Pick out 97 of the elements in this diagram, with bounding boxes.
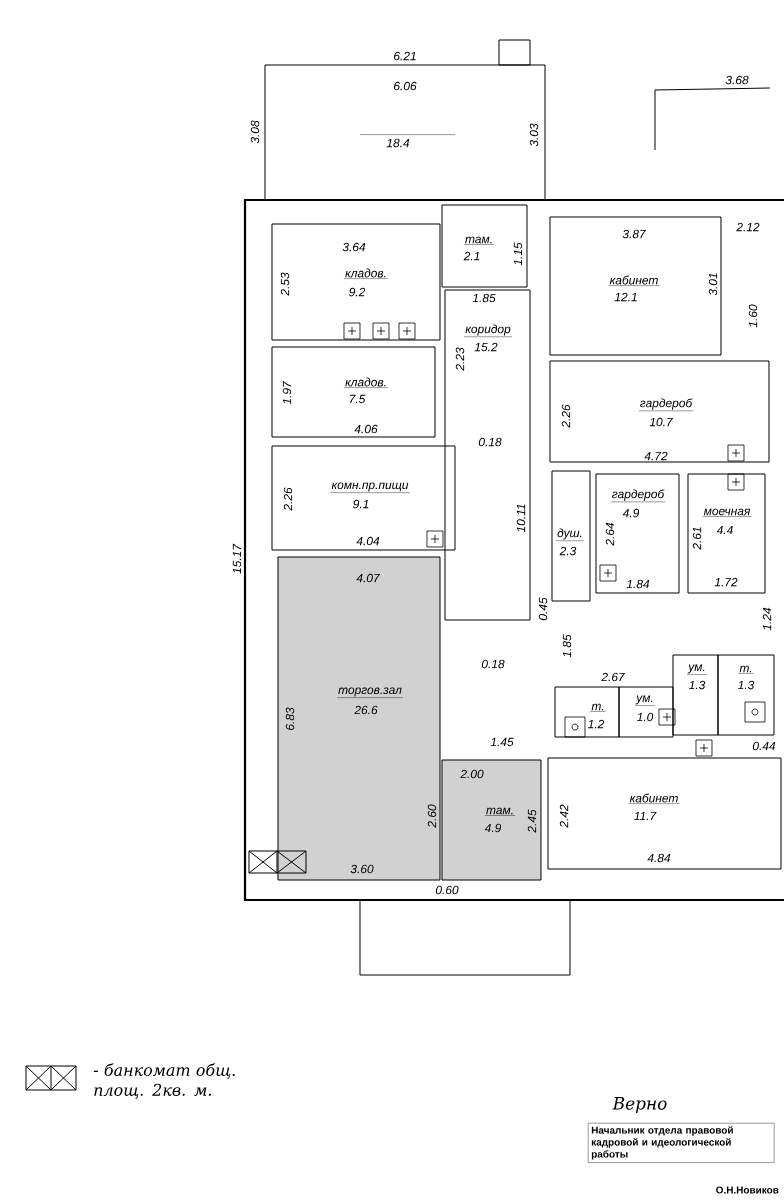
room	[444, 289, 531, 621]
dimension-label: 3.87	[622, 229, 646, 239]
room	[271, 346, 436, 438]
area-label: 10.7	[649, 417, 673, 427]
dimension-label: 10.11	[516, 504, 526, 533]
signature-block: Начальник отдела правовой кадровой и идеологической работы	[588, 1123, 775, 1163]
dimension-label: 3.60	[350, 864, 374, 874]
area-label: 1.0	[637, 712, 654, 722]
dimension-label: 1.15	[513, 242, 523, 266]
room	[264, 64, 546, 201]
dimension-label: 2.61	[692, 527, 702, 550]
dimension-label: 4.06	[354, 424, 378, 434]
room-name: кладов.	[343, 268, 389, 279]
room-name: ум.	[686, 664, 708, 675]
room	[441, 204, 528, 288]
dimension-label: 1.85	[472, 293, 496, 303]
dimension-label: 6.83	[285, 707, 295, 730]
dimension-label: 0.18	[478, 437, 502, 447]
dimension-label: 0.18	[481, 659, 505, 669]
room-name: кабинет	[628, 793, 680, 804]
room	[595, 473, 680, 594]
area-label: 4.4	[716, 525, 733, 535]
legend-text: - банкомат общ. площ. 2кв. м.	[93, 1063, 235, 1099]
dimension-label: 0.60	[435, 885, 459, 895]
room-name: кладов.	[343, 377, 389, 388]
dimension-label: 1.85	[562, 634, 572, 658]
dimension-label: 2.60	[427, 804, 437, 828]
dimension-label: 3.01	[708, 273, 718, 296]
area-label: 2.1	[463, 251, 480, 261]
dimension-label: 2.64	[605, 522, 615, 546]
dimension-label: 3.68	[725, 75, 749, 85]
dimension-label: 2.26	[561, 404, 571, 428]
area-label: 1.2	[588, 719, 605, 729]
area-label: 9.1	[353, 499, 369, 509]
room	[549, 216, 722, 356]
dimension-label: 1.84	[626, 579, 650, 589]
dimension-label: 0.44	[752, 741, 776, 751]
room	[618, 686, 674, 738]
area-label: 1.3	[738, 680, 755, 690]
dimension-label: 2.00	[460, 769, 484, 779]
dimension-label: 4.72	[644, 451, 668, 461]
dimension-label: 3.64	[342, 242, 366, 252]
room	[551, 470, 591, 602]
room-name: там.	[484, 807, 516, 816]
dimension-label: 1.24	[762, 607, 772, 631]
area-label: 26.6	[354, 705, 378, 715]
dimension-label: 3.03	[529, 123, 539, 147]
room	[554, 686, 620, 738]
room-name: гардероб	[610, 489, 666, 503]
dimension-label: 1.97	[282, 381, 292, 405]
dimension-label: 1.60	[748, 304, 758, 328]
room-name: комн.пр.пищи	[330, 482, 410, 493]
dimension-label: 4.07	[356, 573, 380, 583]
room-name: кабинет	[608, 275, 660, 286]
room	[549, 360, 770, 463]
dimension-label: 2.23	[455, 347, 465, 371]
room-name: моечная	[702, 508, 752, 517]
room	[717, 654, 775, 736]
signatory-name: О.Н.Новиков	[716, 1186, 779, 1194]
room	[547, 757, 782, 870]
room	[271, 445, 456, 551]
room-name: гардероб	[638, 398, 694, 412]
dimension-label: 4.04	[356, 536, 380, 546]
room-name: т.	[738, 665, 754, 674]
room-name: т.	[590, 703, 606, 712]
dimension-label: 2.67	[601, 672, 625, 682]
room-name: коридор	[463, 324, 513, 337]
room-name: там.	[463, 236, 495, 245]
dimension-label: 0.45	[538, 597, 548, 621]
handwritten-note: Верно	[612, 1097, 667, 1113]
area-label: 12.1	[614, 292, 637, 302]
dimension-label: 1.72	[714, 577, 738, 587]
area-label: 7.5	[349, 394, 366, 404]
room-name: ум.	[634, 695, 656, 706]
area-label: 9.2	[349, 287, 366, 297]
area-label: 2.3	[559, 546, 577, 556]
dimension-label: 6.06	[394, 81, 417, 91]
room-name: торгов.зал	[336, 687, 404, 698]
dimension-label: 2.53	[280, 272, 290, 296]
room	[687, 473, 766, 594]
room-name: душ.	[555, 528, 585, 541]
area-label: 4.9	[622, 508, 640, 518]
dimension-label: 2.26	[283, 487, 293, 511]
room	[271, 223, 441, 341]
area-label: 4.9	[484, 823, 502, 833]
dimension-label: 4.84	[647, 853, 671, 863]
dimension-label: 1.45	[490, 737, 514, 747]
area-label: 15.2	[474, 342, 498, 352]
dimension-label: 15.17	[232, 543, 242, 574]
area-label: 18.4	[359, 134, 456, 148]
dimension-label: 2.42	[559, 804, 569, 828]
area-label: 11.7	[634, 811, 657, 821]
dimension-label: 2.12	[736, 222, 760, 232]
room	[672, 654, 719, 736]
area-label: 1.3	[689, 680, 706, 690]
room	[441, 759, 542, 881]
dimension-label: 2.45	[527, 809, 537, 833]
